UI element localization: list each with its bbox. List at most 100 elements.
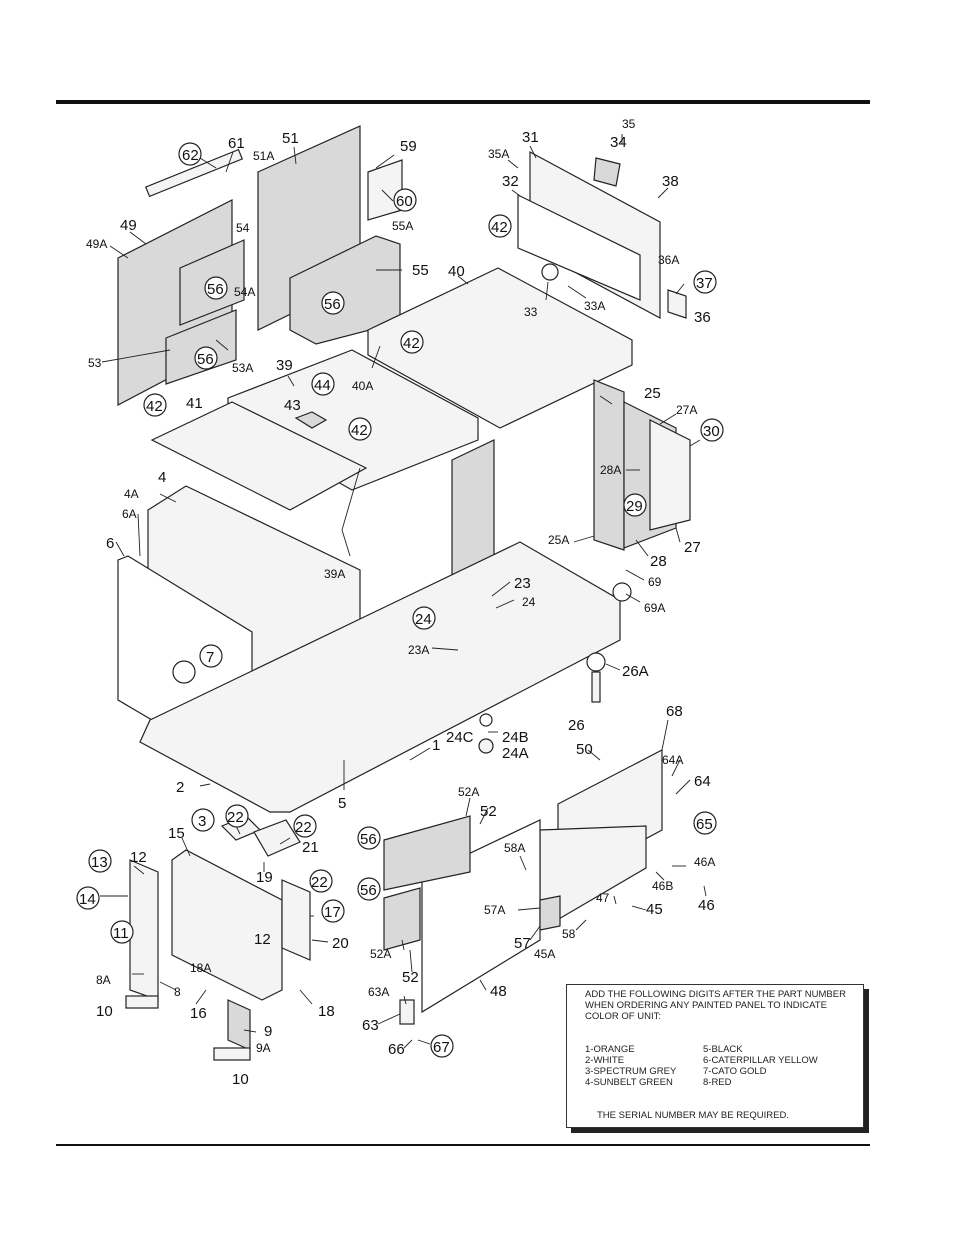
label-49a: 49A (86, 237, 107, 251)
label-42c: 42 (146, 398, 163, 415)
label-46a: 46A (694, 855, 715, 869)
label-16: 16 (190, 1005, 207, 1022)
label-2: 2 (176, 779, 184, 796)
callout-circles (76, 142, 724, 1058)
label-20: 20 (332, 935, 349, 952)
foot-10b (213, 1047, 251, 1061)
lower-right-group (383, 749, 663, 1025)
label-37: 37 (696, 275, 713, 292)
hinge-36 (667, 289, 687, 319)
label-52a: 52A (458, 785, 479, 799)
label-9: 9 (264, 1023, 272, 1040)
panel-17 (281, 879, 311, 961)
label-40: 40 (448, 263, 465, 280)
label-24-circled: 24 (415, 611, 432, 628)
label-3: 3 (198, 813, 206, 830)
color-item: 7-CATO GOLD (703, 1066, 767, 1077)
label-57: 57 (514, 935, 531, 952)
label-52a2: 52A (370, 947, 391, 961)
label-11: 11 (113, 925, 129, 942)
box-52 (383, 815, 471, 891)
label-56b: 56 (324, 296, 341, 313)
rail-12 (129, 859, 159, 1001)
color-code-note: ADD THE FOLLOWING DIGITS AFTER THE PART … (566, 984, 864, 1128)
top-rule (56, 100, 870, 104)
label-6a: 6A (122, 507, 137, 521)
frame-1 (139, 541, 621, 813)
label-26a: 26A (622, 663, 649, 680)
label-55a: 55A (392, 219, 413, 233)
label-32: 32 (502, 173, 519, 190)
plate-43 (294, 411, 328, 429)
color-item: 2-WHITE (585, 1055, 625, 1066)
label-66: 66 (388, 1041, 405, 1058)
label-46: 46 (698, 897, 715, 914)
label-30: 30 (703, 423, 720, 440)
label-47: 47 (596, 891, 610, 905)
bottom-rule (56, 1144, 870, 1146)
label-36: 36 (694, 309, 711, 326)
leg-9 (227, 999, 251, 1051)
label-18: 18 (318, 1003, 335, 1020)
label-12b: 12 (254, 931, 271, 948)
label-22c: 22 (311, 874, 328, 891)
label-53a: 53A (232, 361, 253, 375)
label-19: 19 (256, 869, 273, 886)
label-15: 15 (168, 825, 185, 842)
label-56a: 56 (207, 281, 224, 298)
label-42b: 42 (403, 335, 420, 352)
label-10a: 10 (96, 1003, 113, 1020)
label-4a: 4A (124, 487, 139, 501)
label-51a: 51A (253, 149, 274, 163)
label-63: 63 (362, 1017, 379, 1034)
label-59: 59 (400, 138, 417, 155)
foot-10a (125, 995, 159, 1009)
label-52: 52 (480, 803, 497, 820)
label-1: 1 (432, 737, 440, 754)
label-22a: 22 (227, 809, 244, 826)
label-28: 28 (650, 553, 667, 570)
side-door-group (517, 150, 687, 320)
label-63a: 63A (368, 985, 389, 999)
color-item: 6-CATERPILLAR YELLOW (703, 1055, 818, 1066)
label-52b: 52 (402, 969, 419, 986)
label-69: 69 (648, 575, 662, 589)
leg-25 (593, 379, 625, 551)
label-55: 55 (412, 262, 429, 279)
nut-24a (478, 738, 494, 754)
label-8a: 8A (96, 973, 111, 987)
panel-30 (649, 419, 691, 531)
label-50: 50 (576, 741, 593, 758)
label-35a: 35A (488, 147, 509, 161)
label-58a: 58A (504, 841, 525, 855)
label-27a: 27A (676, 403, 697, 417)
label-39a: 39A (324, 567, 345, 581)
color-item: 4-SUNBELT GREEN (585, 1077, 673, 1088)
label-61: 61 (228, 135, 245, 152)
label-46b: 46B (652, 879, 673, 893)
label-13: 13 (91, 854, 108, 871)
label-24c: 24C (446, 729, 474, 746)
isolator-26a (586, 652, 606, 672)
label-54a: 54A (234, 285, 255, 299)
leader-lines (100, 134, 707, 1049)
latch-57 (539, 895, 561, 931)
label-24: 24 (522, 595, 536, 609)
label-27: 27 (684, 539, 701, 556)
label-36a: 36A (658, 253, 679, 267)
label-65: 65 (696, 816, 713, 833)
strip-61 (144, 148, 244, 198)
label-42a: 42 (491, 219, 508, 236)
label-31: 31 (522, 129, 539, 146)
label-12: 12 (130, 849, 147, 866)
label-7: 7 (206, 649, 214, 666)
frame-15 (171, 849, 283, 1001)
mounts-group (478, 582, 632, 754)
label-23a: 23A (408, 643, 429, 657)
label-28a: 28A (600, 463, 621, 477)
note-heading: ADD THE FOLLOWING DIGITS AFTER THE PART … (585, 989, 846, 1022)
label-48: 48 (490, 983, 507, 1000)
label-56d: 56 (360, 831, 377, 848)
label-6: 6 (106, 535, 114, 552)
